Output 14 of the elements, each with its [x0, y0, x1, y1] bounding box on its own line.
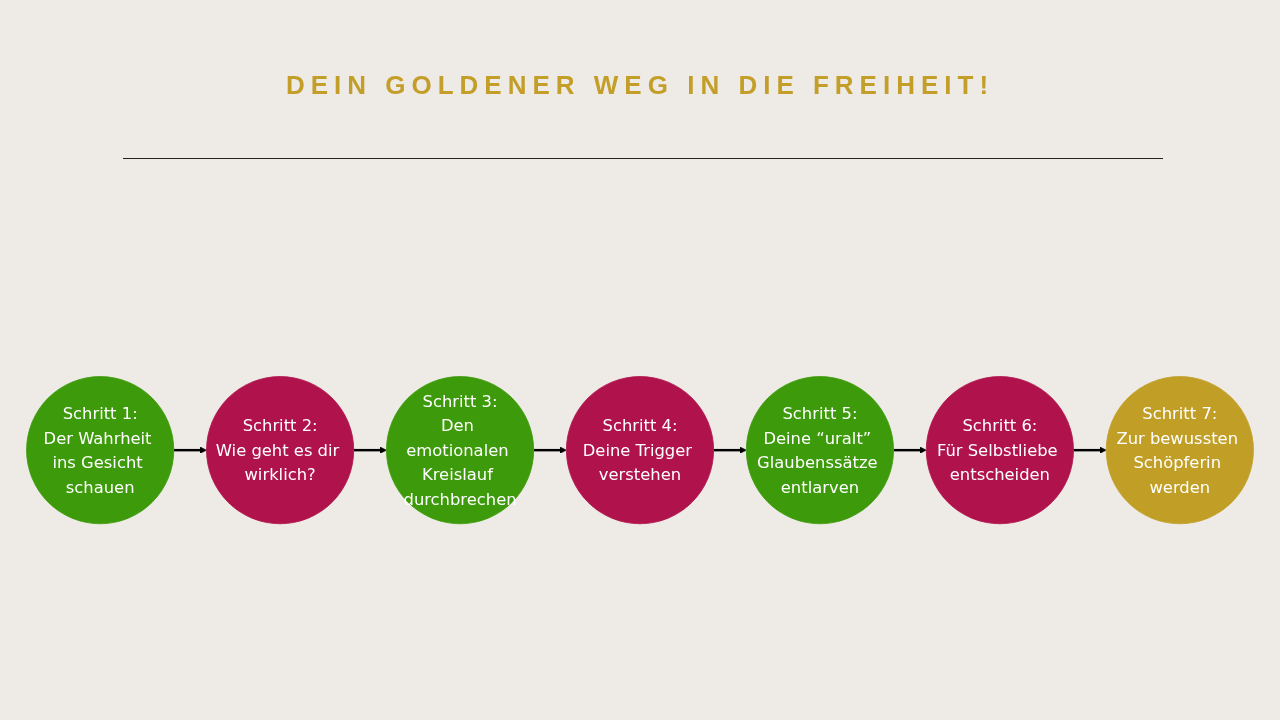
arrow — [713, 446, 747, 454]
arrow — [173, 446, 207, 454]
arrow — [533, 446, 567, 454]
node-circle: Schritt 1: Der Wahrheit ins Gesicht schauen — [26, 375, 175, 524]
node-circle: Schritt 5: Deine “uralt” Glaubenssätze entlarven — [745, 375, 894, 524]
node-circle: Schritt 3: Den emotionalen Kreislauf durchbrechen — [386, 375, 535, 524]
arrow — [893, 446, 927, 454]
arrow — [1073, 446, 1107, 454]
arrow — [353, 446, 387, 454]
node-circle: Schritt 2: Wie geht es dir wirklich? — [206, 375, 355, 524]
title: DEIN GOLDENER WEG IN DIE FREIHEIT! — [284, 70, 996, 101]
node-circle: Schritt 7: Zur bewussten Schöpferin werden — [1105, 375, 1254, 524]
node-circle: Schritt 6: Für Selbstliebe entscheiden — [925, 375, 1074, 524]
node-circle: Schritt 4: Deine Trigger verstehen — [566, 375, 714, 524]
